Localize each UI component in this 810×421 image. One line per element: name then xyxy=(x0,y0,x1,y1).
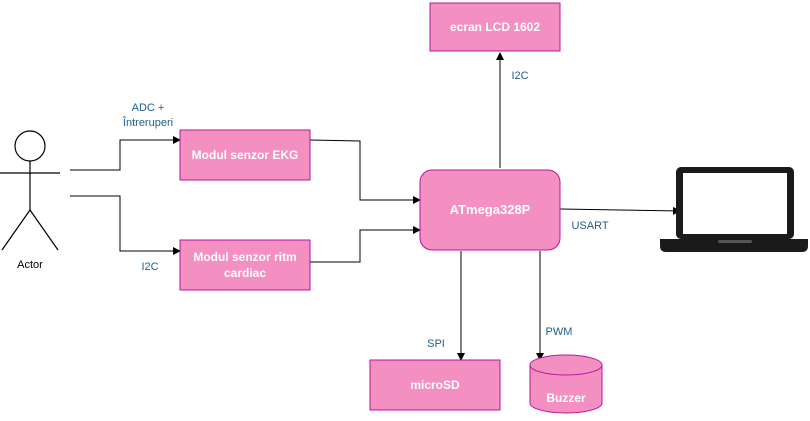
node-heart: Modul senzor ritm cardiac xyxy=(179,239,311,291)
node-ekg-label: Modul senzor EKG xyxy=(192,148,299,162)
edges xyxy=(70,52,681,361)
node-heart-label-line2: cardiac xyxy=(224,266,266,280)
actor-label: Actor xyxy=(17,259,43,271)
node-mcu: ATmega328P xyxy=(419,169,561,251)
edge-heart-mcu xyxy=(310,226,421,263)
edge-label-laptop: USART xyxy=(571,220,608,232)
laptop-icon xyxy=(660,167,808,252)
node-mcu-label: ATmega328P xyxy=(450,202,531,217)
node-buzzer: Buzzer xyxy=(529,354,603,414)
edge-actor-heart xyxy=(70,195,181,255)
node-ekg: Modul senzor EKG xyxy=(179,129,311,181)
edge-label-lcd: I2C xyxy=(511,70,528,82)
edge-label-ekg-line2: Întreruperi xyxy=(122,116,173,129)
edge-actor-ekg xyxy=(70,136,181,171)
actor-icon xyxy=(0,130,60,251)
edge-mcu-laptop xyxy=(559,206,681,215)
node-microsd: microSD xyxy=(369,359,501,411)
edge-label-ekg-line1: ADC + xyxy=(132,102,165,114)
node-lcd: ecran LCD 1602 xyxy=(429,2,561,52)
node-microsd-label: microSD xyxy=(410,378,460,392)
node-buzzer-label: Buzzer xyxy=(546,391,586,405)
edge-label-heart: I2C xyxy=(141,261,158,273)
edge-label-buzzer: PWM xyxy=(546,326,573,338)
edge-label-microsd: SPI xyxy=(427,338,445,350)
node-heart-label-line1: Modul senzor ritm xyxy=(193,250,296,264)
node-lcd-label: ecran LCD 1602 xyxy=(450,20,540,34)
edge-ekg-mcu xyxy=(309,139,421,204)
